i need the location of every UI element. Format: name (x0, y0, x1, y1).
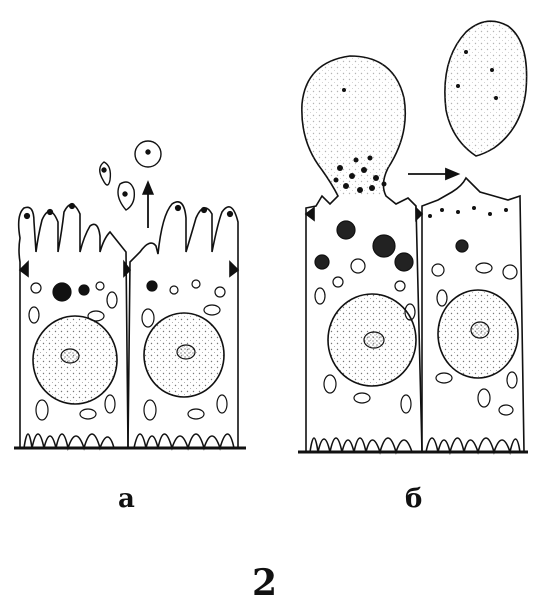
figure-number: 2 (252, 562, 277, 604)
panel-label-a: а (118, 484, 135, 514)
panel-b-arrow (408, 169, 458, 179)
panel-a-secretory-droplets (100, 141, 161, 228)
panel-b-nuclei (328, 290, 518, 386)
panel-b-bleb-stipple (302, 21, 527, 196)
panel-label-b: б (405, 484, 422, 514)
